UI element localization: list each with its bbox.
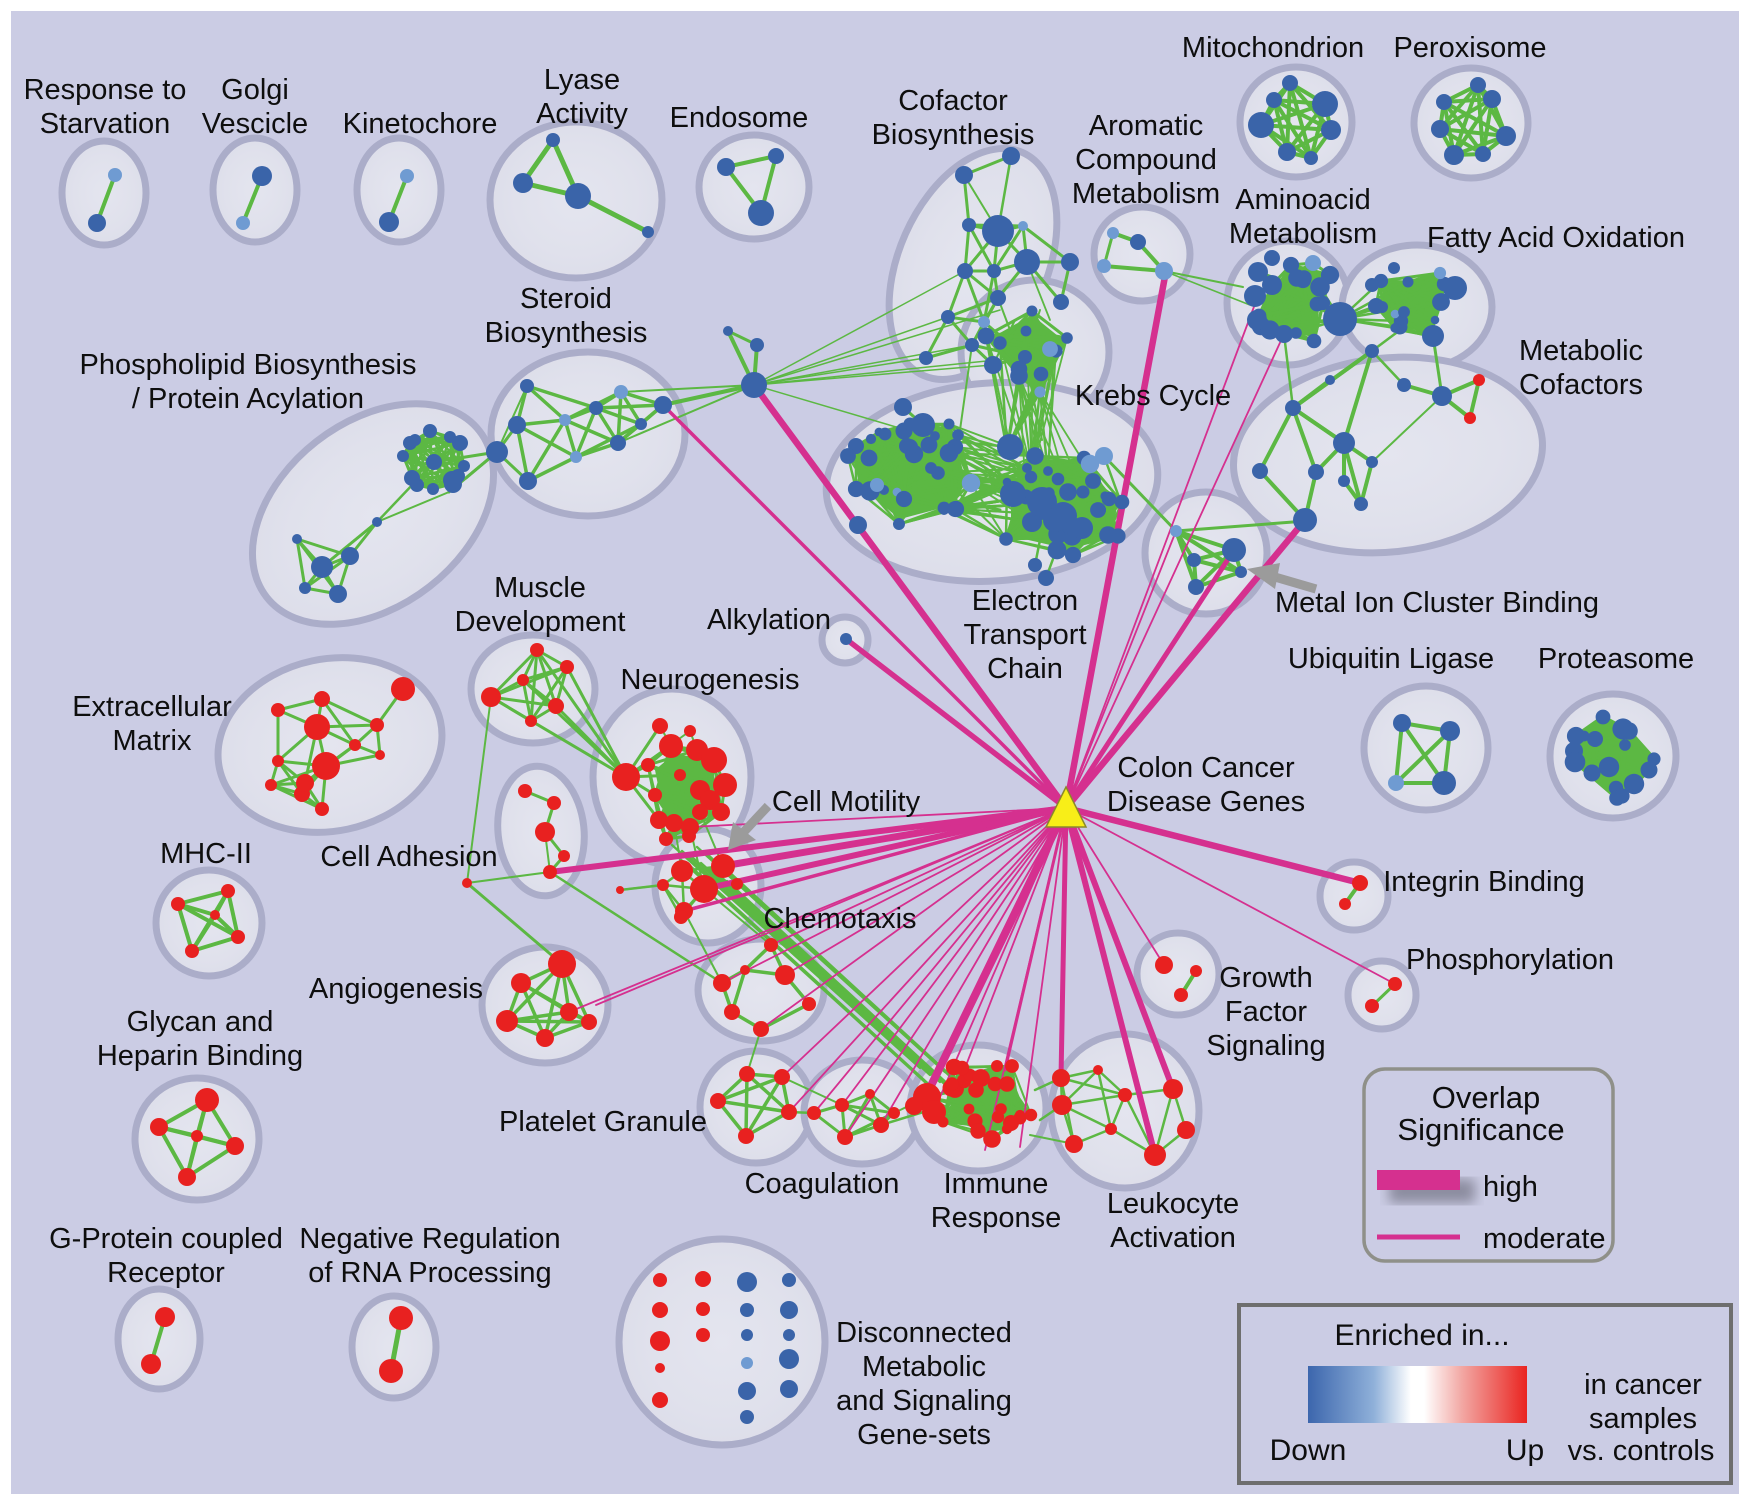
svg-text:Fatty Acid Oxidation: Fatty Acid Oxidation (1427, 222, 1685, 254)
svg-text:of RNA Processing: of RNA Processing (308, 1257, 551, 1289)
svg-text:Transport: Transport (963, 619, 1086, 651)
svg-text:Biosynthesis: Biosynthesis (872, 119, 1035, 151)
svg-text:Overlap: Overlap (1432, 1080, 1541, 1115)
svg-text:Disease Genes: Disease Genes (1107, 786, 1305, 818)
svg-text:high: high (1483, 1171, 1538, 1203)
svg-text:Metabolic: Metabolic (862, 1351, 986, 1383)
svg-text:Lyase: Lyase (544, 64, 620, 96)
svg-text:Development: Development (455, 606, 626, 638)
svg-text:Steroid: Steroid (520, 283, 612, 315)
svg-text:Extracellular: Extracellular (72, 691, 232, 723)
svg-text:Response: Response (931, 1202, 1062, 1234)
svg-text:Compound: Compound (1075, 144, 1217, 176)
svg-text:Metal Ion Cluster Binding: Metal Ion Cluster Binding (1275, 587, 1599, 619)
svg-text:Enriched in...: Enriched in... (1334, 1319, 1509, 1352)
svg-text:Platelet Granule: Platelet Granule (499, 1106, 707, 1138)
svg-text:and Signaling: and Signaling (836, 1385, 1012, 1417)
svg-text:Krebs Cycle: Krebs Cycle (1075, 380, 1231, 412)
svg-text:G-Protein coupled: G-Protein coupled (49, 1223, 283, 1255)
svg-text:Alkylation: Alkylation (707, 604, 831, 636)
svg-text:Immune: Immune (944, 1168, 1049, 1200)
svg-text:Phospholipid Biosynthesis: Phospholipid Biosynthesis (80, 349, 417, 381)
svg-text:Chemotaxis: Chemotaxis (763, 903, 916, 935)
svg-text:Golgi: Golgi (221, 74, 289, 106)
svg-text:Peroxisome: Peroxisome (1393, 32, 1546, 64)
svg-text:in cancer: in cancer (1584, 1369, 1702, 1401)
svg-text:Factor: Factor (1225, 996, 1308, 1028)
svg-text:Metabolism: Metabolism (1072, 178, 1220, 210)
svg-text:Starvation: Starvation (40, 108, 171, 140)
svg-text:Endosome: Endosome (670, 102, 809, 134)
svg-text:Heparin Binding: Heparin Binding (97, 1040, 303, 1072)
svg-text:Biosynthesis: Biosynthesis (485, 317, 648, 349)
svg-text:Integrin Binding: Integrin Binding (1383, 866, 1585, 898)
svg-text:Matrix: Matrix (113, 725, 192, 757)
svg-text:Down: Down (1270, 1434, 1347, 1467)
svg-text:Leukocyte: Leukocyte (1107, 1188, 1239, 1220)
svg-text:/ Protein Acylation: / Protein Acylation (132, 383, 364, 415)
svg-text:MHC-II: MHC-II (160, 838, 252, 870)
svg-text:Phosphorylation: Phosphorylation (1406, 944, 1614, 976)
svg-text:Chain: Chain (987, 653, 1063, 685)
svg-text:Ubiquitin Ligase: Ubiquitin Ligase (1288, 643, 1494, 675)
svg-text:Gene-sets: Gene-sets (857, 1419, 991, 1451)
svg-text:Aminoacid: Aminoacid (1235, 184, 1370, 216)
svg-text:Cell Motility: Cell Motility (772, 786, 921, 818)
svg-text:Significance: Significance (1397, 1112, 1564, 1147)
svg-text:Metabolic: Metabolic (1519, 335, 1643, 367)
svg-text:Kinetochore: Kinetochore (343, 108, 498, 140)
svg-text:Mitochondrion: Mitochondrion (1182, 32, 1364, 64)
svg-text:Negative Regulation: Negative Regulation (299, 1223, 560, 1255)
svg-text:Cofactor: Cofactor (898, 85, 1008, 117)
svg-text:Disconnected: Disconnected (836, 1317, 1012, 1349)
svg-text:vs. controls: vs. controls (1568, 1435, 1715, 1467)
svg-text:Up: Up (1506, 1434, 1544, 1467)
svg-text:Coagulation: Coagulation (745, 1168, 900, 1200)
svg-text:samples: samples (1589, 1403, 1697, 1435)
svg-text:Electron: Electron (972, 585, 1078, 617)
svg-text:Proteasome: Proteasome (1538, 643, 1694, 675)
svg-text:Cofactors: Cofactors (1519, 369, 1643, 401)
svg-text:moderate: moderate (1483, 1223, 1606, 1255)
svg-text:Aromatic: Aromatic (1089, 110, 1203, 142)
svg-text:Glycan and: Glycan and (127, 1006, 274, 1038)
svg-text:Angiogenesis: Angiogenesis (309, 973, 483, 1005)
svg-text:Neurogenesis: Neurogenesis (621, 664, 800, 696)
svg-text:Response to: Response to (24, 74, 187, 106)
svg-text:Muscle: Muscle (494, 572, 586, 604)
svg-text:Cell Adhesion: Cell Adhesion (320, 841, 497, 873)
svg-text:Activation: Activation (1110, 1222, 1236, 1254)
svg-text:Activity: Activity (536, 98, 628, 130)
svg-text:Vescicle: Vescicle (202, 108, 308, 140)
svg-text:Growth: Growth (1219, 962, 1312, 994)
svg-text:Signaling: Signaling (1206, 1030, 1325, 1062)
svg-text:Metabolism: Metabolism (1229, 218, 1377, 250)
svg-text:Receptor: Receptor (107, 1257, 225, 1289)
svg-text:Colon Cancer: Colon Cancer (1117, 752, 1295, 784)
